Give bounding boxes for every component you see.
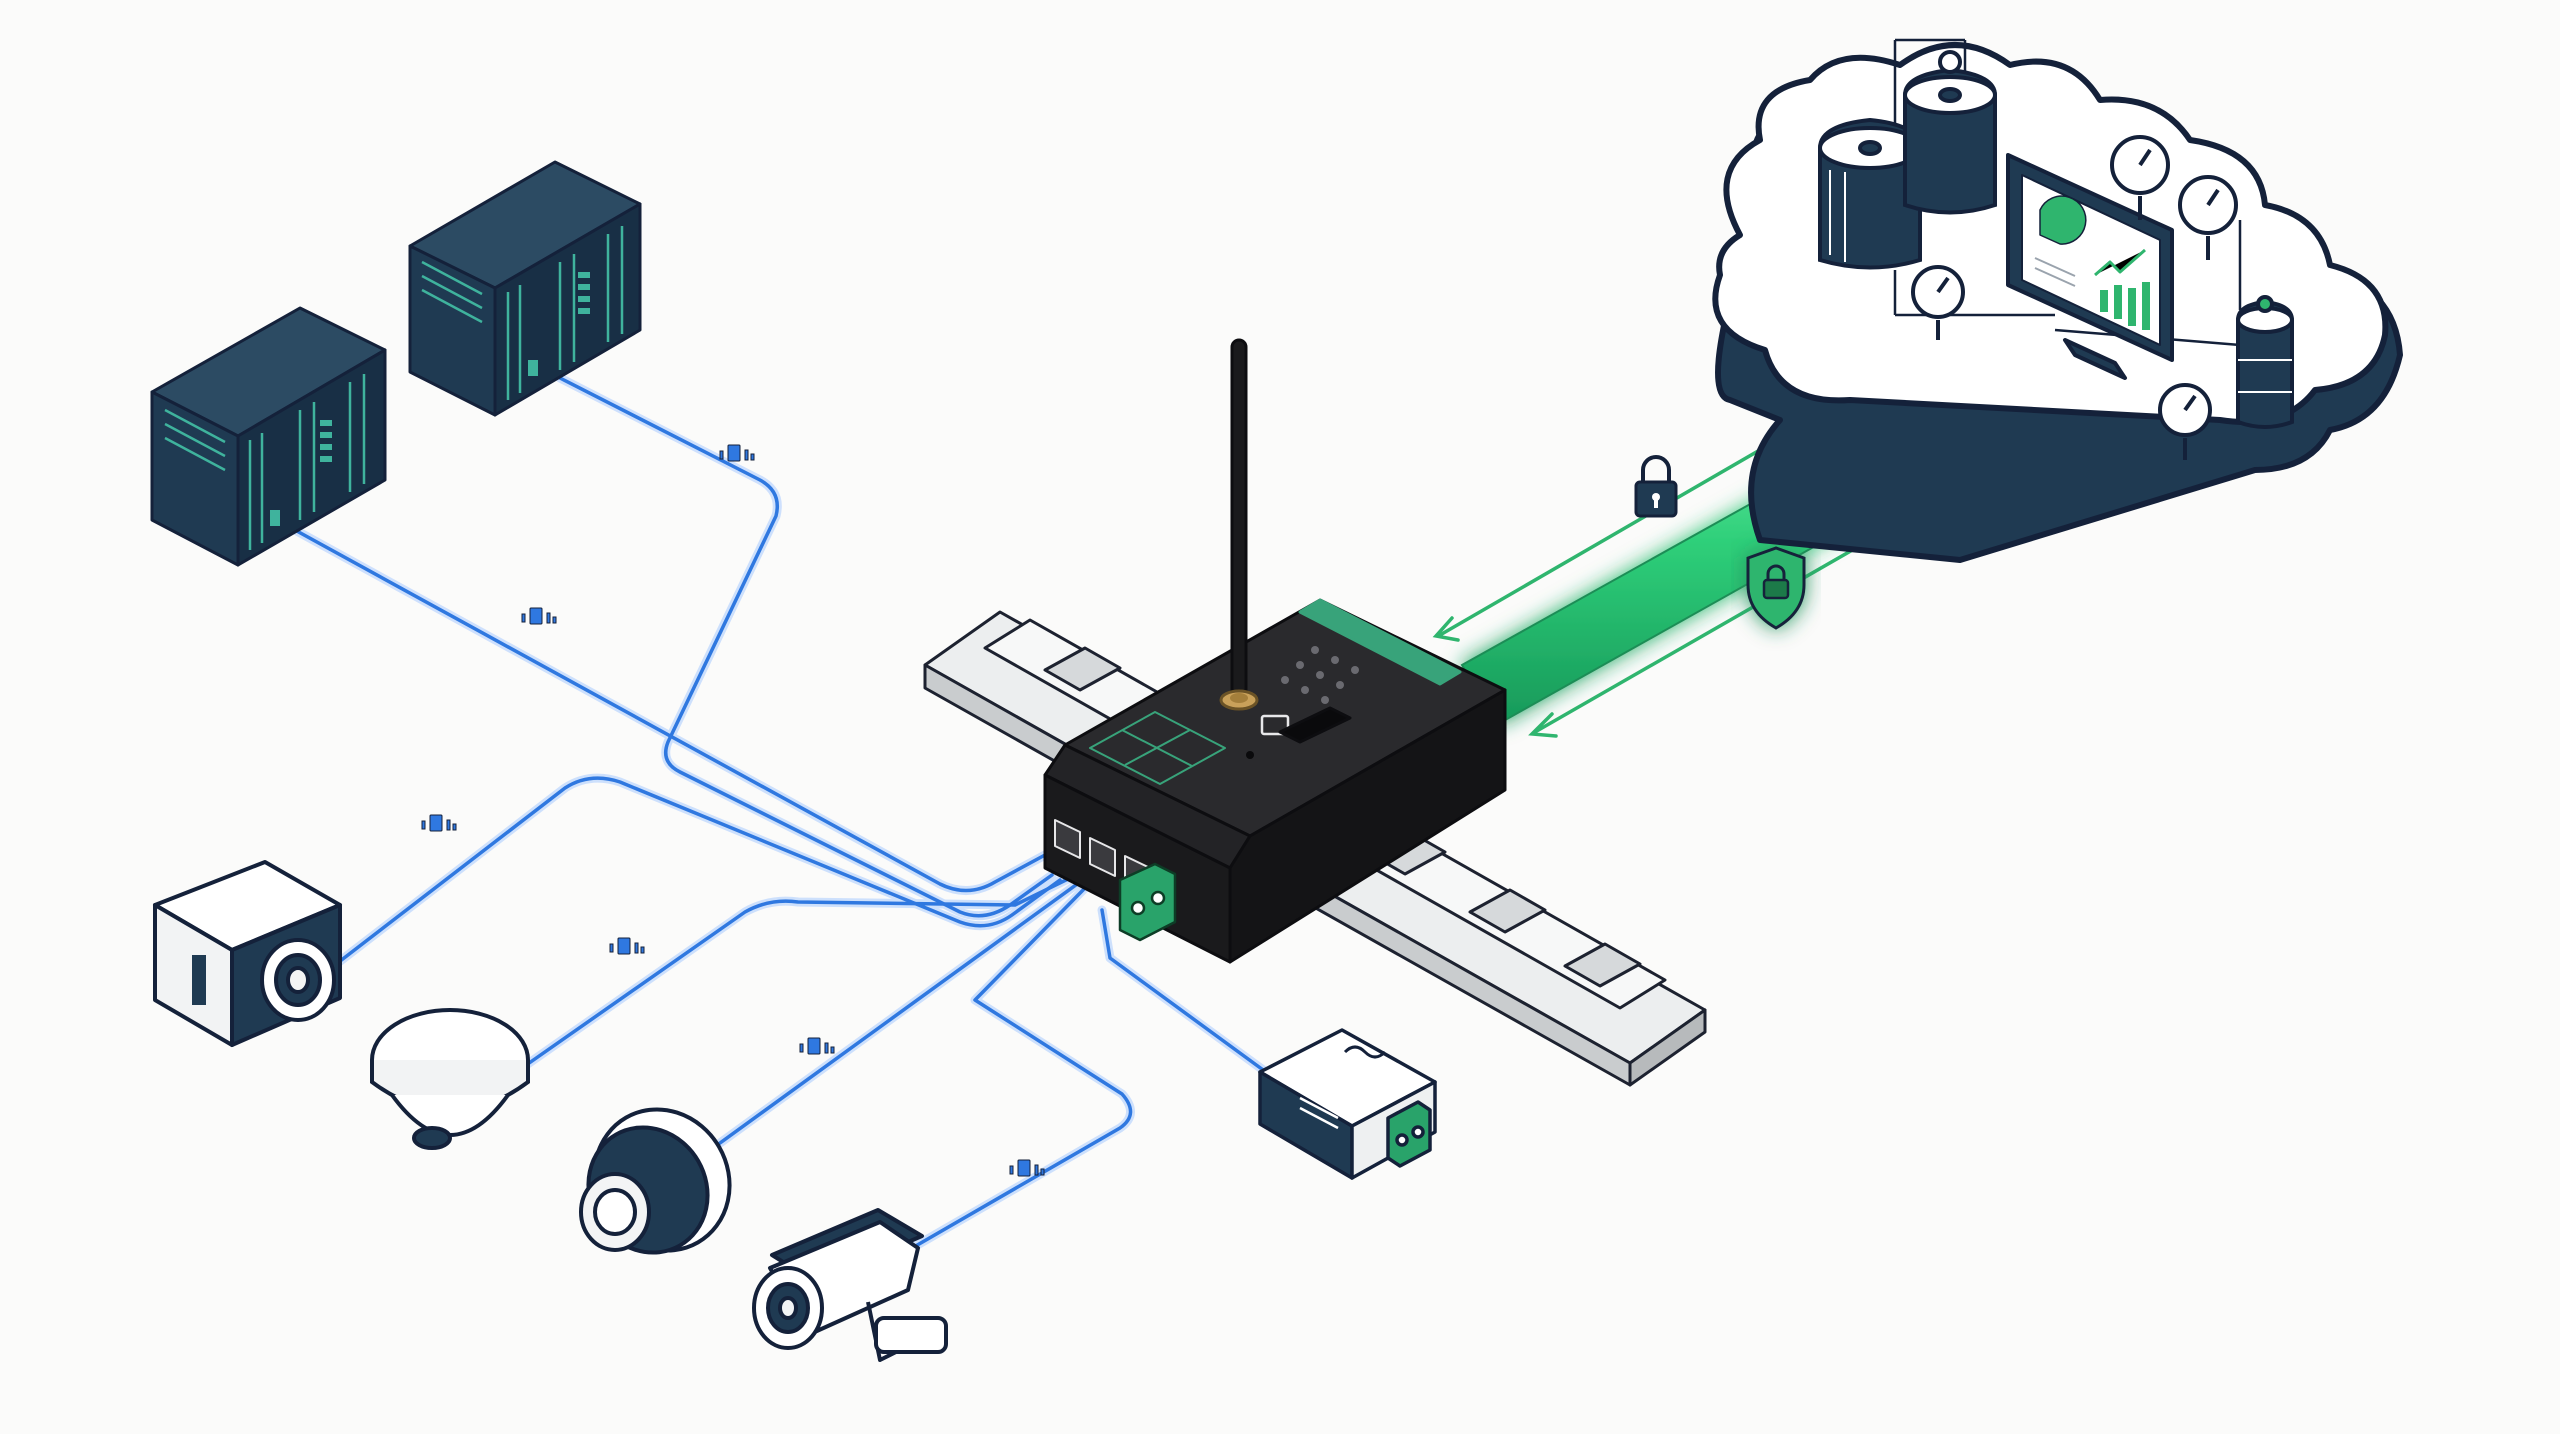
gateway bbox=[1043, 338, 1507, 964]
link-box-camera bbox=[333, 776, 1062, 967]
link-dome-camera-navy bbox=[718, 880, 1082, 1145]
padlock-icon bbox=[1634, 455, 1678, 518]
dome-camera-navy bbox=[579, 1107, 732, 1255]
pressure-gauge-icon bbox=[1911, 265, 1965, 340]
power-terminal-block bbox=[1118, 862, 1177, 942]
pressure-gauge-icon bbox=[2178, 175, 2238, 260]
plc-rack-2 bbox=[408, 160, 642, 417]
power-supply bbox=[1258, 1028, 1437, 1180]
ethernet-ports bbox=[1054, 819, 1151, 895]
data-packet-icon bbox=[421, 814, 457, 832]
data-packet-icon bbox=[799, 1037, 835, 1055]
link-plc-rack-2 bbox=[558, 376, 1054, 918]
bullet-camera bbox=[752, 1208, 948, 1362]
cloud-scada bbox=[1712, 38, 2403, 563]
cylinder-tank-icon bbox=[2236, 295, 2294, 429]
pressure-gauge-icon bbox=[2110, 135, 2170, 220]
data-packets bbox=[421, 444, 1045, 1177]
data-packet-icon bbox=[1009, 1159, 1045, 1177]
ethernet-links bbox=[290, 373, 1275, 1290]
data-packet-icon bbox=[521, 607, 557, 625]
storage-tank-icon bbox=[1903, 50, 1997, 215]
dome-camera-white bbox=[370, 1008, 530, 1150]
box-camera bbox=[153, 860, 342, 1047]
plc-rack-1 bbox=[150, 306, 387, 567]
link-power-supply bbox=[1100, 908, 1272, 1077]
antenna-icon bbox=[1219, 338, 1259, 711]
link-plc-rack-1 bbox=[293, 528, 1047, 893]
pressure-gauge-icon bbox=[2158, 383, 2212, 460]
status-leds bbox=[1281, 646, 1359, 704]
sim-slot-icon bbox=[1246, 706, 1352, 759]
monitor-dashboard-icon bbox=[2006, 153, 2174, 380]
link-bullet-camera bbox=[846, 886, 1133, 1287]
terminal-block bbox=[1386, 1100, 1432, 1168]
shield-lock-icon bbox=[1746, 546, 1806, 630]
gateway-top-panel bbox=[1089, 598, 1462, 785]
link-dome-camera-white bbox=[520, 876, 1072, 1070]
data-packet-icon bbox=[609, 937, 645, 955]
data-packet-icon bbox=[719, 444, 755, 462]
